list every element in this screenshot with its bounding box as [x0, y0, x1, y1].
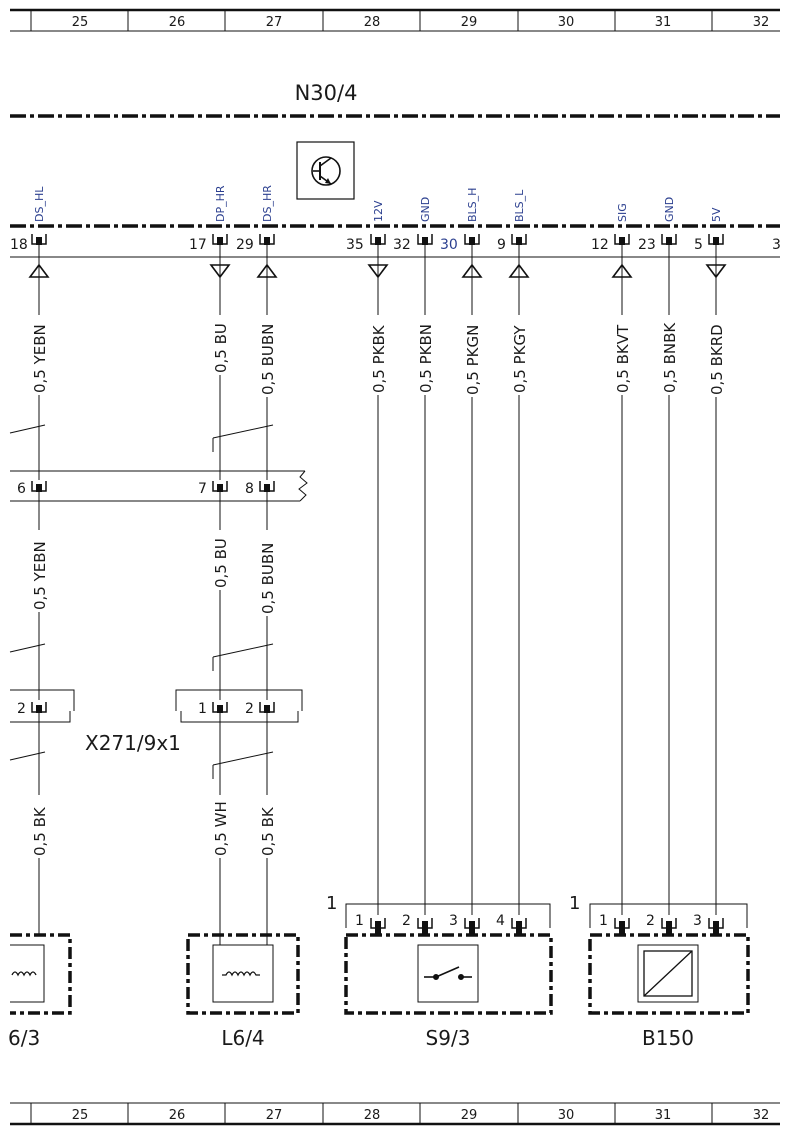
b150-connector-number: 1 — [569, 893, 580, 914]
grid-bottom-26: 26 — [169, 1108, 186, 1123]
pin-29: 29 — [236, 237, 254, 253]
component-l6-4: L6/4 — [186, 933, 300, 1050]
signal-sig: SIG — [616, 203, 629, 222]
grid-bottom-32: 32 — [753, 1108, 770, 1123]
grid-bottom-31: 31 — [655, 1108, 672, 1123]
pin-3: 3 — [772, 237, 781, 253]
bottom-grid-strip: 25 26 27 28 29 30 31 32 — [10, 1102, 780, 1126]
pin-30: 30 — [440, 237, 458, 253]
transistor-icon — [296, 141, 355, 200]
wire-label-bkvt: 0,5 BKVT — [614, 324, 632, 393]
component-l6-3-label: 6/3 — [8, 1026, 40, 1050]
pin-17: 17 — [189, 237, 207, 253]
signal-bls-h: BLS_H — [466, 188, 479, 222]
wire-label-wh: 0,5 WH — [212, 801, 230, 856]
signal-bls-l: BLS_L — [513, 189, 526, 222]
wire-label-bk-2: 0,5 BK — [259, 806, 277, 856]
s9-3-pin-2: 2 — [402, 913, 411, 929]
x271-pin-1: 1 — [198, 701, 207, 717]
pin-18: 18 — [10, 237, 28, 253]
pin-9: 9 — [497, 237, 506, 253]
wire-label-yebn: 0,5 YEBN — [31, 324, 49, 393]
grid-top-25: 25 — [72, 15, 89, 30]
signal-ds-hl: DS_HL — [33, 186, 46, 222]
coil-icon — [11, 971, 37, 977]
signal-5v: 5V — [710, 207, 723, 222]
middle-wires — [9, 492, 274, 700]
wire-label-pkgy: 0,5 PKGY — [511, 325, 529, 393]
wire-label-pkgn: 0,5 PKGN — [464, 325, 482, 395]
switch-icon — [424, 966, 472, 980]
signal-gnd-2: GND — [663, 197, 676, 222]
grid-bottom-27: 27 — [266, 1108, 283, 1123]
component-l6-4-label: L6/4 — [221, 1026, 264, 1050]
b150-pin-1: 1 — [599, 913, 608, 929]
s9-3-connector-number: 1 — [326, 893, 337, 914]
s9-3-pin-3: 3 — [449, 913, 458, 929]
component-s9-3: 1 1 2 3 4 S9/3 — [326, 893, 553, 1050]
pin-35: 35 — [346, 237, 364, 253]
wire-label-bnbk: 0,5 BNBK — [661, 322, 679, 393]
connector-x271: 2 1 2 X271/9x1 — [10, 689, 303, 755]
mid-pin-8: 8 — [245, 481, 254, 497]
pin-12: 12 — [591, 237, 609, 253]
wire-label-pkbn: 0,5 PKBN — [417, 324, 435, 393]
coil-icon — [222, 971, 260, 977]
x271-pin-2b: 2 — [245, 701, 254, 717]
connector-x271-label: X271/9x1 — [85, 731, 181, 755]
wire-label-bu-2: 0,5 BU — [212, 538, 230, 588]
component-l6-3: 6/3 — [8, 933, 72, 1050]
grid-bottom-25: 25 — [72, 1108, 89, 1123]
b150-pin-3: 3 — [693, 913, 702, 929]
grid-top-26: 26 — [169, 15, 186, 30]
component-s9-3-label: S9/3 — [426, 1026, 471, 1050]
grid-top-28: 28 — [364, 15, 381, 30]
wire-label-bkrd: 0,5 BKRD — [708, 324, 726, 395]
signal-dp-hr: DP_HR — [214, 185, 227, 222]
grid-top-29: 29 — [461, 15, 478, 30]
grid-top-31: 31 — [655, 15, 672, 30]
wire-label-yebn-2: 0,5 YEBN — [31, 541, 49, 610]
s9-3-pin-1: 1 — [355, 913, 364, 929]
mid-pin-6: 6 — [17, 481, 26, 497]
grid-bottom-29: 29 — [461, 1108, 478, 1123]
wire-label-bubn: 0,5 BUBN — [259, 324, 277, 395]
grid-top-32: 32 — [753, 15, 770, 30]
signal-12v: 12V — [372, 200, 385, 222]
mid-pin-7: 7 — [198, 481, 207, 497]
grid-top-27: 27 — [266, 15, 283, 30]
pin-5: 5 — [694, 237, 703, 253]
s9-3-pin-4: 4 — [496, 913, 505, 929]
wire-label-bu: 0,5 BU — [212, 323, 230, 373]
signal-ds-hr: DS_HR — [261, 185, 274, 222]
pin-23: 23 — [638, 237, 656, 253]
component-b150: 1 1 2 3 B150 — [569, 893, 750, 1050]
module-pin-terminals — [31, 234, 724, 245]
grid-bottom-28: 28 — [364, 1108, 381, 1123]
upper-wires — [9, 245, 717, 915]
wire-label-bubn-2: 0,5 BUBN — [259, 543, 277, 614]
grid-bottom-30: 30 — [558, 1108, 575, 1123]
module-title: N30/4 — [295, 81, 358, 105]
x271-pin-2a: 2 — [17, 701, 26, 717]
pin-32: 32 — [393, 237, 411, 253]
top-grid-strip: 25 26 27 28 29 30 31 32 — [10, 8, 780, 32]
component-b150-label: B150 — [642, 1026, 694, 1050]
grid-top-30: 30 — [558, 15, 575, 30]
b150-pin-2: 2 — [646, 913, 655, 929]
wire-label-pkbk: 0,5 PKBK — [370, 324, 388, 393]
inline-connector-middle: 6 7 8 — [10, 470, 308, 502]
lower-wires — [9, 713, 274, 945]
wire-label-bk-1: 0,5 BK — [31, 806, 49, 856]
sensor-icon — [637, 944, 699, 1003]
signal-gnd-1: GND — [419, 197, 432, 222]
